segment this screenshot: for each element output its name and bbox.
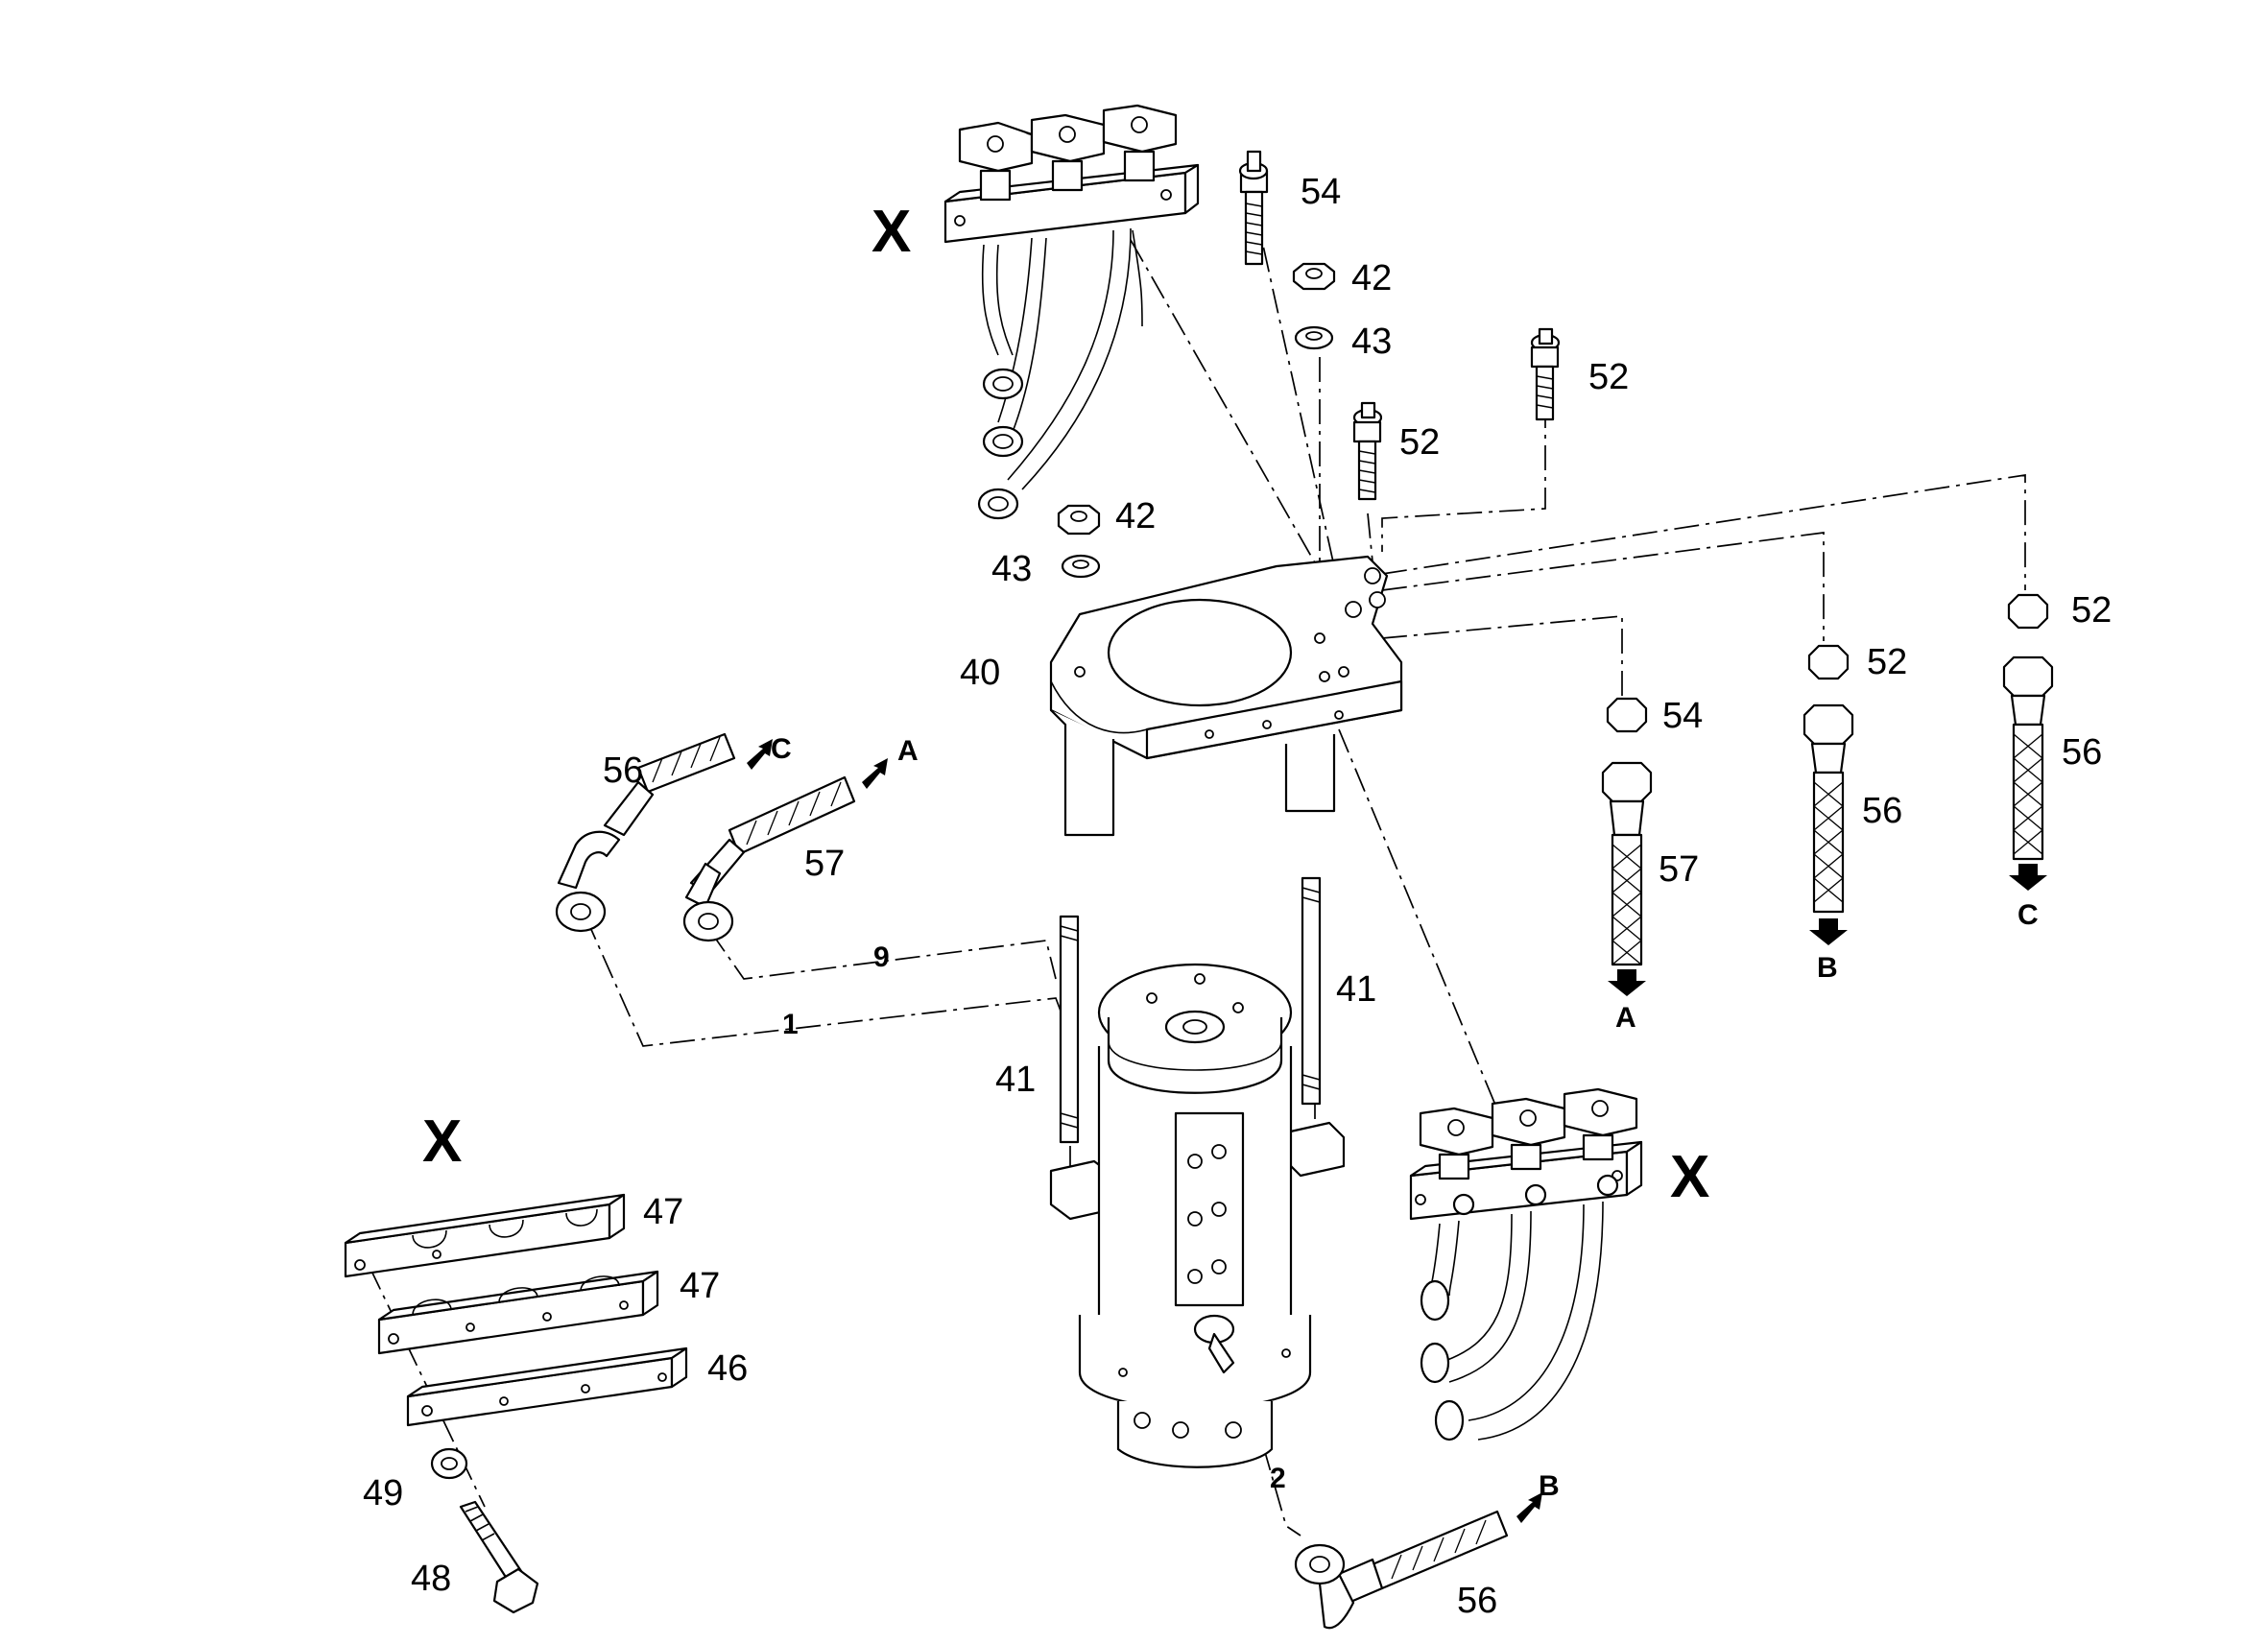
bracket-plate — [1049, 555, 1403, 837]
angled-hoses-left — [555, 732, 888, 942]
label-52-right-far: 52 — [2071, 590, 2112, 631]
clamp-assembly-left — [344, 1193, 688, 1614]
label-47-top: 47 — [643, 1192, 683, 1232]
label-57-right: 57 — [1659, 849, 1699, 890]
label-56-bottom: 56 — [1457, 1581, 1497, 1621]
label-41-right: 41 — [1336, 969, 1376, 1010]
label-2: 2 — [1270, 1463, 1286, 1494]
label-43-top: 43 — [1351, 322, 1392, 362]
port-label-b-bottom: B — [1817, 952, 1838, 984]
label-9: 9 — [873, 941, 890, 973]
label-42-left: 42 — [1115, 496, 1156, 536]
label-48: 48 — [411, 1559, 451, 1599]
view-marker-x-right: X — [1670, 1144, 1709, 1210]
part-number-labels: 54 42 43 52 52 42 43 40 54 52 52 57 56 5… — [363, 172, 2112, 1621]
label-54-top: 54 — [1301, 172, 1341, 212]
label-54-right: 54 — [1662, 696, 1703, 736]
port-labels: C A A B C B — [771, 733, 2039, 1502]
port-label-a-bottom: A — [1615, 1002, 1636, 1034]
label-52-right-mid: 52 — [1867, 642, 1907, 682]
view-markers: X X X — [422, 199, 1709, 1210]
port-label-a-left: A — [897, 735, 919, 767]
port-label-b-hose-bottom: B — [1539, 1470, 1560, 1502]
view-marker-x-top: X — [871, 199, 911, 265]
port-label-c-left: C — [771, 733, 792, 765]
label-49: 49 — [363, 1473, 403, 1513]
manifold-right — [1409, 1087, 1643, 1441]
label-52-mid: 52 — [1399, 422, 1440, 463]
port-label-c-bottom: C — [2017, 899, 2039, 931]
studs — [1049, 876, 1346, 1221]
label-46: 46 — [707, 1348, 748, 1389]
vertical-hoses — [1601, 593, 2054, 996]
label-56-right-far: 56 — [2062, 732, 2102, 773]
manifold-top — [943, 104, 1200, 520]
main-cylinder — [1078, 963, 1312, 1468]
label-52-right-top: 52 — [1588, 357, 1629, 397]
fittings — [1057, 150, 1561, 579]
label-57-left: 57 — [804, 844, 845, 884]
view-marker-x-left: X — [422, 1108, 462, 1175]
label-1: 1 — [782, 1009, 799, 1040]
label-56-left: 56 — [603, 751, 643, 791]
label-40: 40 — [960, 653, 1000, 693]
label-56-right-mid: 56 — [1862, 791, 1902, 831]
bottom-hose — [1294, 1492, 1542, 1630]
label-42-top: 42 — [1351, 258, 1392, 298]
label-43-left: 43 — [991, 549, 1032, 589]
label-41-left: 41 — [995, 1060, 1036, 1100]
label-47-bottom: 47 — [680, 1266, 720, 1306]
